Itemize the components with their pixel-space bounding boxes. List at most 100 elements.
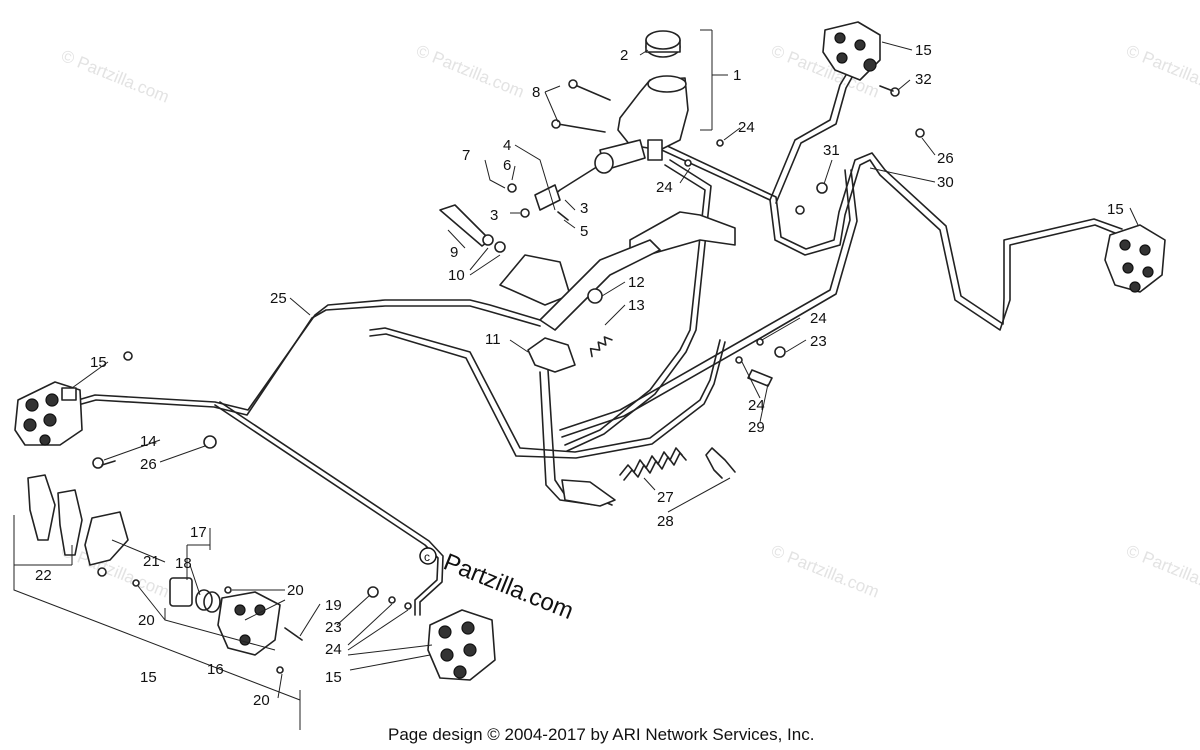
pin-5 bbox=[557, 211, 569, 221]
callout-5: 5 bbox=[580, 223, 588, 240]
callout-32: 32 bbox=[915, 71, 932, 88]
master-cylinder-boot-end bbox=[594, 152, 614, 174]
callout-31: 31 bbox=[823, 142, 840, 159]
page-footer: Page design © 2004-2017 by ARI Network S… bbox=[388, 725, 814, 744]
bolt-8 bbox=[574, 84, 611, 101]
callout-24: 24 bbox=[656, 179, 673, 196]
bleeder-19 bbox=[284, 627, 303, 641]
bolt-14 bbox=[92, 457, 104, 469]
brake-line-rear-left bbox=[214, 404, 439, 616]
callout-16: 16 bbox=[207, 661, 224, 678]
brake-line-lower bbox=[559, 169, 851, 431]
callout-26: 26 bbox=[937, 150, 954, 167]
washer-24 bbox=[735, 356, 743, 364]
oring-20 bbox=[276, 666, 284, 674]
brake-line-main bbox=[566, 159, 712, 452]
washer-24 bbox=[388, 596, 396, 604]
clip bbox=[795, 205, 805, 215]
brake-line-rear-left bbox=[219, 401, 444, 616]
callout-7: 7 bbox=[462, 147, 470, 164]
callout-15: 15 bbox=[140, 669, 157, 686]
callout-18: 18 bbox=[175, 555, 192, 572]
pedal-mount-plate bbox=[499, 254, 571, 306]
callout-29: 29 bbox=[748, 419, 765, 436]
bolt-8 bbox=[557, 123, 606, 133]
callout-11: 11 bbox=[485, 331, 501, 348]
callout-10: 10 bbox=[448, 267, 465, 284]
pedal-pivot bbox=[527, 337, 576, 373]
brake-pad-22 bbox=[27, 474, 56, 541]
pedal-arm-upper bbox=[539, 239, 661, 331]
bolt-23 bbox=[367, 586, 379, 598]
callout-24: 24 bbox=[738, 119, 755, 136]
return-spring-13 bbox=[589, 336, 613, 358]
brake-line-top bbox=[769, 59, 856, 201]
callout-3: 3 bbox=[580, 200, 588, 217]
brake-line-lower bbox=[561, 169, 858, 438]
clevis bbox=[534, 184, 561, 211]
callout-2: 2 bbox=[620, 47, 628, 64]
callout-28: 28 bbox=[657, 513, 674, 530]
brake-pedal-assembly bbox=[439, 204, 736, 507]
bolt-32 bbox=[890, 87, 900, 97]
callout-24: 24 bbox=[325, 641, 342, 658]
master-cylinder-body bbox=[617, 77, 689, 151]
oring-20 bbox=[224, 586, 232, 594]
callout-14: 14 bbox=[140, 433, 157, 450]
callout-15: 15 bbox=[325, 669, 342, 686]
callout-25: 25 bbox=[270, 290, 287, 307]
callout-15: 15 bbox=[90, 354, 107, 371]
caliper-exploded bbox=[27, 474, 303, 674]
washer-6 bbox=[507, 183, 517, 193]
brake-line-main bbox=[564, 164, 706, 446]
washer-24 bbox=[404, 602, 412, 610]
seal-17 bbox=[195, 589, 213, 611]
washer-10 bbox=[482, 234, 494, 246]
bolt-8-head bbox=[568, 79, 578, 89]
caliper-body-16 bbox=[217, 591, 281, 656]
callout-24: 24 bbox=[810, 310, 827, 327]
callouts: 1 2 3 3 4 5 6 7 8 9 10 11 12 13 14 15 15… bbox=[35, 42, 1124, 709]
callout-21: 21 bbox=[143, 553, 160, 570]
callout-24: 24 bbox=[748, 397, 765, 414]
callout-15: 15 bbox=[1107, 201, 1124, 218]
piston-18 bbox=[169, 577, 193, 607]
clip-28 bbox=[705, 447, 736, 479]
reservoir-cap-top bbox=[645, 30, 681, 50]
clip-26 bbox=[915, 128, 925, 138]
bolt bbox=[97, 567, 107, 577]
caliper-bracket-21 bbox=[84, 511, 129, 566]
callout-19: 19 bbox=[325, 597, 342, 614]
reservoir-opening bbox=[647, 75, 687, 93]
callout-8: 8 bbox=[532, 84, 540, 101]
callout-26: 26 bbox=[140, 456, 157, 473]
copyright-icon bbox=[419, 547, 437, 565]
brake-line-top bbox=[775, 62, 861, 204]
brake-line-front-right bbox=[639, 139, 1121, 331]
caliper-right bbox=[1104, 224, 1166, 293]
washer-3 bbox=[520, 208, 530, 218]
bolt-8-head bbox=[551, 119, 561, 129]
callout-13: 13 bbox=[628, 297, 645, 314]
callout-3: 3 bbox=[490, 207, 498, 224]
callout-1: 1 bbox=[733, 67, 741, 84]
clip bbox=[123, 351, 133, 361]
callout-17: 17 bbox=[190, 524, 207, 541]
brake-line-front-right bbox=[645, 135, 1123, 325]
oring-20 bbox=[132, 579, 140, 587]
caliper-rear bbox=[427, 609, 496, 681]
callout-15: 15 bbox=[915, 42, 932, 59]
spring-and-clip bbox=[619, 447, 736, 481]
caliper-front-left bbox=[14, 381, 83, 446]
brake-lines bbox=[77, 59, 1123, 616]
nut-31 bbox=[816, 182, 828, 194]
svg-text:c: c bbox=[424, 550, 430, 564]
watermark: © Partzilla.com bbox=[1124, 541, 1200, 602]
callout-27: 27 bbox=[657, 489, 674, 506]
watermark: © Partzilla.com bbox=[1124, 41, 1200, 102]
seal-17 bbox=[203, 591, 221, 613]
washer-24 bbox=[716, 139, 724, 147]
switch-29 bbox=[747, 369, 773, 387]
brake-line-25 bbox=[77, 299, 541, 411]
clip-26 bbox=[203, 435, 217, 449]
